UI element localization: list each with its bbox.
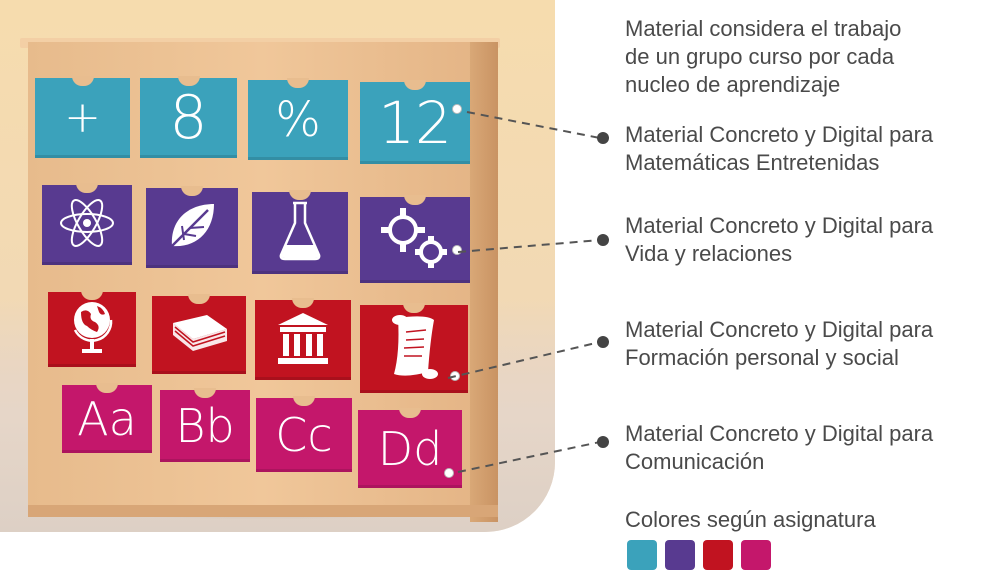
intro-line: Material considera el trabajo xyxy=(625,16,902,41)
color-legend xyxy=(627,540,771,570)
drawer-handle xyxy=(452,104,462,114)
cabinet-side xyxy=(470,42,498,522)
drawer-symbol: Aa xyxy=(77,392,137,446)
label-line: Material Concreto y Digital para xyxy=(625,122,934,147)
flask-icon xyxy=(275,199,325,268)
drawer-communication-2: Bb xyxy=(160,388,250,462)
drawer-symbol: Bb xyxy=(175,399,235,453)
drawer-notch xyxy=(404,80,426,90)
drawer-handle xyxy=(444,468,454,478)
gears-icon xyxy=(377,204,453,277)
drawer-notch xyxy=(177,76,200,86)
label-line: Material Concreto y Digital para xyxy=(625,421,934,446)
label-science: Material Concreto y Digital para Vida y … xyxy=(625,212,1000,268)
cabinet-base xyxy=(28,505,498,517)
intro-text: Material considera el trabajo de un grup… xyxy=(625,15,1000,99)
drawer-science-2 xyxy=(146,186,238,268)
intro-line: nucleo de aprendizaje xyxy=(625,72,841,97)
drawer-notch xyxy=(81,290,103,300)
drawer-symbol: + xyxy=(64,92,101,143)
drawer-handle xyxy=(450,371,460,381)
drawer-notch xyxy=(96,383,118,393)
drawer-math-1: + xyxy=(35,76,130,158)
label-social: Material Concreto y Digital para Formaci… xyxy=(625,316,1000,372)
drawer-notch xyxy=(289,190,311,200)
scroll-icon xyxy=(386,312,442,387)
label-line: Vida y relaciones xyxy=(625,241,793,266)
atom-icon xyxy=(57,195,117,256)
drawer-symbol: % xyxy=(275,92,321,148)
drawer-science-4 xyxy=(360,195,470,283)
drawer-symbol: 8 xyxy=(169,83,208,153)
label-math: Material Concreto y Digital para Matemát… xyxy=(625,121,1000,177)
legend-title: Colores según asignatura xyxy=(625,507,876,532)
drawer-math-3: % xyxy=(248,78,348,160)
drawer-symbol: 12 xyxy=(378,89,452,157)
swatch-social xyxy=(703,540,733,570)
connector-dot-communication xyxy=(597,436,609,448)
label-line: Material Concreto y Digital para xyxy=(625,317,934,342)
drawer-communication-3: Cc xyxy=(256,396,352,472)
cabinet-scene: + 8 % 12 xyxy=(0,0,555,532)
drawer-notch xyxy=(293,396,315,406)
drawer-social-1 xyxy=(48,290,136,367)
drawer-notch xyxy=(194,388,216,398)
globe-icon xyxy=(67,296,117,363)
drawer-social-4 xyxy=(360,303,468,393)
label-line: Comunicación xyxy=(625,449,765,474)
drawer-notch xyxy=(403,303,425,313)
drawer-notch xyxy=(71,76,94,86)
drawer-notch xyxy=(292,298,314,308)
drawer-math-2: 8 xyxy=(140,76,237,158)
book-icon xyxy=(167,309,231,362)
leaf-icon xyxy=(162,196,222,261)
drawer-math-4: 12 xyxy=(360,80,470,164)
connector-dot-science xyxy=(597,234,609,246)
label-line: Matemáticas Entretenidas xyxy=(625,150,880,175)
drawer-social-3 xyxy=(255,298,351,380)
swatch-science xyxy=(665,540,695,570)
label-line: Formación personal y social xyxy=(625,345,899,370)
drawer-notch xyxy=(287,78,309,88)
drawer-notch xyxy=(76,183,98,193)
label-line: Material Concreto y Digital para xyxy=(625,213,934,238)
swatch-communication xyxy=(741,540,771,570)
drawer-science-3 xyxy=(252,190,348,274)
drawer-notch xyxy=(404,195,426,205)
drawer-communication-1: Aa xyxy=(62,383,152,453)
building-icon xyxy=(274,309,332,372)
drawer-notch xyxy=(181,186,203,196)
drawer-science-1 xyxy=(42,183,132,265)
drawer-handle xyxy=(452,245,462,255)
connector-dot-social xyxy=(597,336,609,348)
connector-dot-math xyxy=(597,132,609,144)
drawer-symbol: Cc xyxy=(275,408,333,462)
label-communication: Material Concreto y Digital para Comunic… xyxy=(625,420,1000,476)
intro-line: de un grupo curso por cada xyxy=(625,44,895,69)
swatch-math xyxy=(627,540,657,570)
drawer-notch xyxy=(399,408,421,418)
drawer-social-2 xyxy=(152,294,246,374)
drawer-notch xyxy=(188,294,210,304)
drawer-symbol: Dd xyxy=(377,422,443,476)
drawer-communication-4: Dd xyxy=(358,408,462,488)
